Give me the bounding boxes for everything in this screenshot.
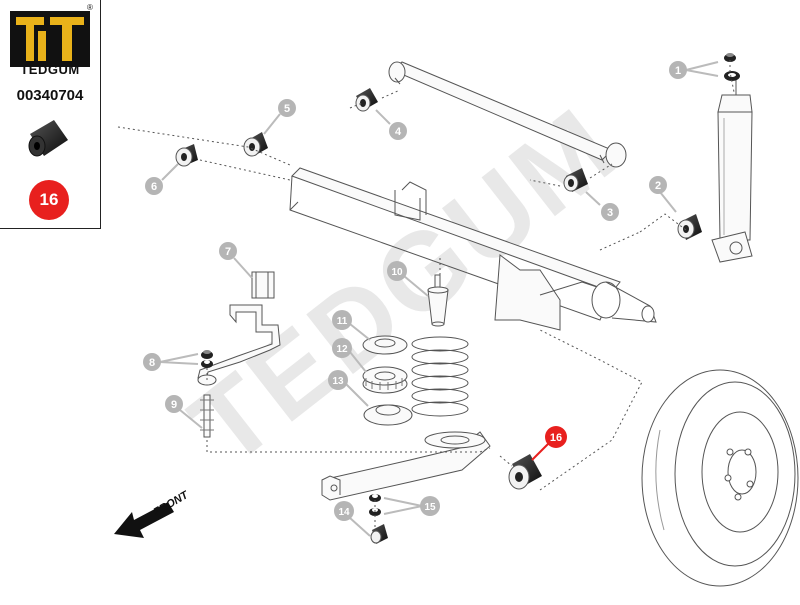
svg-text:7: 7 — [225, 246, 231, 258]
svg-text:6: 6 — [151, 181, 157, 193]
svg-text:15: 15 — [424, 502, 436, 513]
callout-1: 1 — [669, 61, 719, 79]
svg-text:10: 10 — [391, 267, 403, 278]
svg-text:5: 5 — [284, 103, 290, 115]
callout-9: 9 — [165, 395, 203, 429]
svg-text:13: 13 — [332, 376, 344, 387]
shock-absorber — [711, 80, 753, 263]
callout-6: 6 — [145, 163, 179, 195]
bushing-16 — [508, 454, 542, 490]
spring-seat-lower — [363, 404, 413, 426]
bushing-thumbnail — [28, 120, 68, 157]
svg-text:16: 16 — [550, 432, 562, 444]
registered-mark: ® — [87, 3, 93, 12]
callout-2: 2 — [649, 176, 677, 213]
svg-text:3: 3 — [607, 207, 613, 219]
svg-text:12: 12 — [336, 344, 348, 355]
thrust-bearing — [362, 366, 408, 394]
callout-5: 5 — [263, 99, 296, 135]
coil-spring — [411, 336, 469, 417]
bushing-6 — [175, 144, 198, 167]
bushing-2 — [677, 214, 702, 240]
front-direction-arrow: FRONT — [114, 489, 191, 538]
svg-text:11: 11 — [337, 316, 348, 327]
panhard-rod — [388, 61, 627, 168]
trailing-arm — [321, 431, 491, 501]
wheel — [641, 369, 799, 587]
callout-4: 4 — [375, 109, 407, 140]
svg-text:9: 9 — [171, 399, 177, 411]
bushing-14 — [370, 524, 388, 544]
highlight-badge: 16 — [29, 180, 69, 220]
bushing-4 — [355, 88, 378, 112]
callout-11: 11 — [332, 310, 371, 341]
svg-text:4: 4 — [395, 126, 402, 138]
part-number: 00340704 — [16, 87, 84, 104]
callout-7: 7 — [219, 242, 253, 279]
brand-logo — [10, 11, 90, 67]
assembly-lines — [117, 60, 735, 530]
callout-12: 12 — [332, 338, 367, 373]
callout-13: 13 — [328, 370, 369, 407]
svg-text:2: 2 — [655, 180, 661, 192]
svg-text:14: 14 — [338, 507, 350, 518]
callout-16: 16 — [531, 426, 567, 461]
rear-axle-beam — [289, 167, 657, 331]
bushing-3 — [563, 168, 588, 192]
callout-3: 3 — [585, 191, 619, 221]
callout-8: 8 — [143, 353, 199, 371]
part-info-panel: ® TEDGUM 00340704 16 — [0, 0, 101, 229]
callout-15: 15 — [383, 496, 440, 516]
callout-10: 10 — [387, 261, 429, 297]
bump-stop — [427, 274, 449, 327]
brand-name: TEDGUM — [20, 62, 80, 77]
front-label: FRONT — [152, 489, 192, 519]
callout-14: 14 — [334, 501, 371, 537]
spring-seat-upper — [362, 335, 408, 355]
bushing-5 — [243, 132, 268, 157]
svg-text:1: 1 — [675, 65, 681, 77]
washers-1 — [724, 53, 740, 81]
washers-8 — [201, 350, 213, 368]
svg-text:8: 8 — [149, 357, 155, 369]
